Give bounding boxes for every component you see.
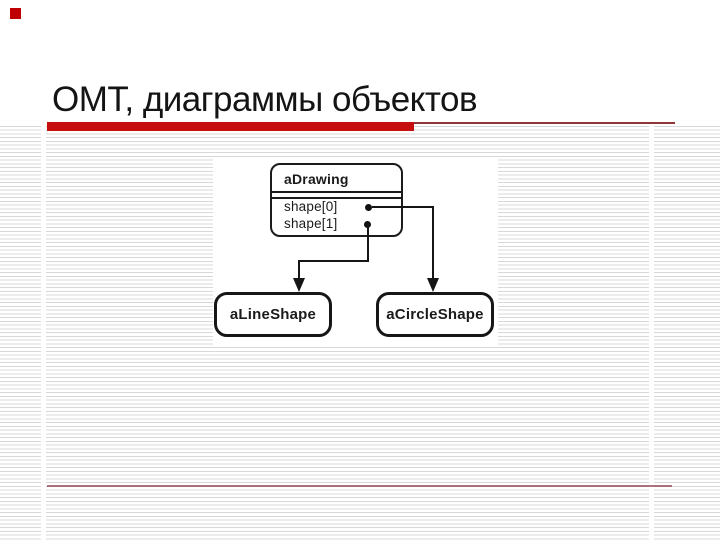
attribute-shape1: shape[1] [284, 216, 338, 231]
connector-shape0-horizontal [372, 205, 434, 208]
connector-shape0-vertical [431, 205, 434, 279]
corner-accent-square [10, 8, 21, 19]
reference-dot-shape0 [365, 204, 372, 211]
omt-object-diagram: aDrawing shape[0] shape[1] aLineShape aC… [213, 157, 498, 345]
arrowhead-to-acircleshape-icon [427, 278, 439, 292]
alineshape-object-box: aLineShape [214, 292, 332, 337]
connector-shape1-vertical-upper [366, 224, 369, 262]
attribute-shape0: shape[0] [284, 199, 338, 214]
acircleshape-object-box: aCircleShape [376, 292, 494, 337]
slide-title: ОМТ, диаграммы объектов [52, 80, 478, 119]
arrowhead-to-alineshape-icon [293, 278, 305, 292]
title-underline-bar [47, 122, 414, 131]
adrawing-object-box: aDrawing shape[0] shape[1] [270, 163, 403, 237]
compartment-divider [272, 191, 401, 199]
stripe-gap-left [41, 126, 46, 540]
footer-rule [47, 485, 672, 487]
connector-shape1-vertical-lower [297, 259, 300, 279]
connector-shape1-horizontal [297, 259, 369, 262]
adrawing-title: aDrawing [284, 171, 349, 187]
stripe-gap-right [649, 126, 654, 540]
